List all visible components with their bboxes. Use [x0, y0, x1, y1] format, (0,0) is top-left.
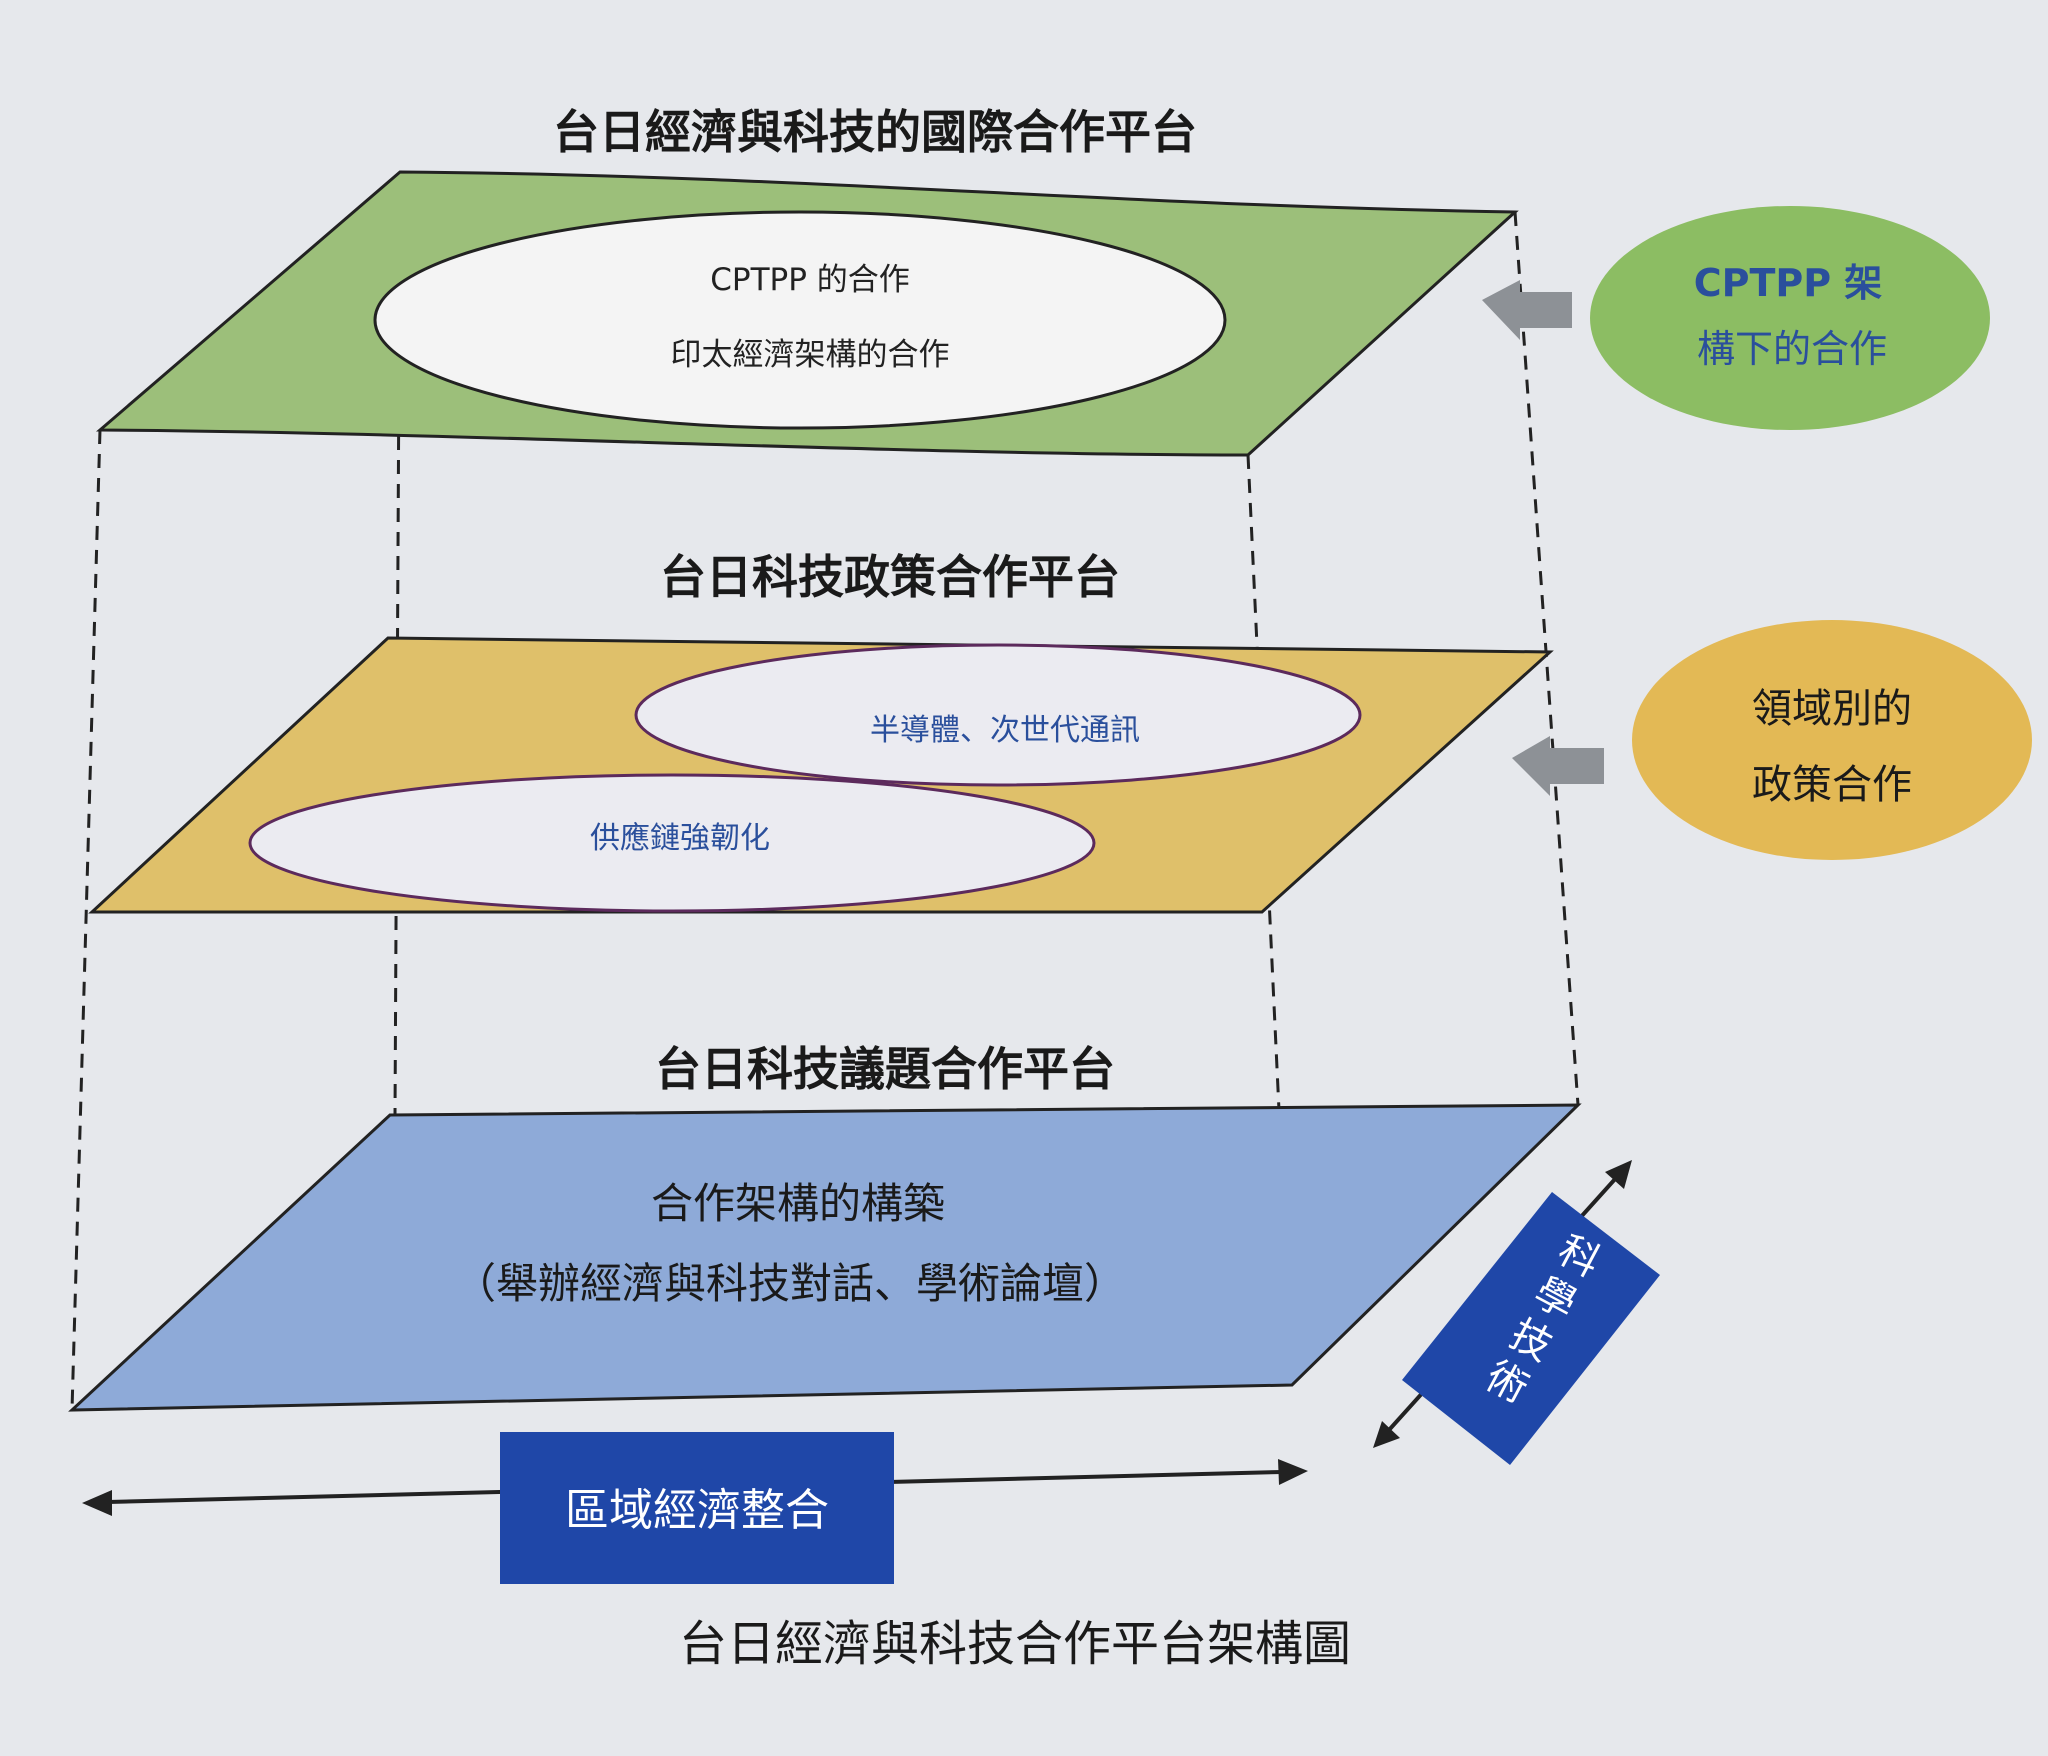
- cptpp-bubble: CPTPP 架 構下的合作: [1590, 206, 1990, 430]
- cptpp-bubble-line2: 構下的合作: [1697, 327, 1887, 371]
- issue-platform-line1: 合作架構的構築: [651, 1179, 945, 1228]
- cptpp-bubble-shape: [1590, 206, 1990, 430]
- figure-caption: 台日經濟與科技合作平台架構圖: [679, 1616, 1351, 1672]
- regional-integration-axis: 區域經濟整合: [82, 1432, 1308, 1584]
- issue-platform-title: 台日科技議題合作平台: [655, 1042, 1115, 1096]
- cptpp-oval: [373, 210, 1227, 430]
- regional-integration-box: [500, 1432, 894, 1584]
- diagonal-arrowhead-bottom-icon: [1373, 1421, 1400, 1448]
- supply-chain-oval-label: 供應鏈強韌化: [590, 821, 770, 856]
- supply-chain-oval: [248, 773, 1096, 913]
- policy-platform-title: 台日科技政策合作平台: [660, 550, 1120, 604]
- policy-platform: 台日科技政策合作平台 半導體、次世代通訊 供應鏈強韌化: [88, 550, 1554, 914]
- policy-bubble: 領域別的 政策合作: [1632, 620, 2032, 860]
- side-arrows: [1482, 280, 1604, 796]
- policy-bubble-shape: [1632, 620, 2032, 860]
- cptpp-oval-line1: CPTPP 的合作: [710, 262, 910, 298]
- diagonal-arrowhead-top-icon: [1605, 1160, 1632, 1189]
- axis-arrowhead-right-icon: [1278, 1459, 1308, 1485]
- international-platform-title: 台日經濟與科技的國際合作平台: [553, 105, 1197, 159]
- issue-platform: 台日科技議題合作平台 合作架構的構築 （舉辦經濟與科技對話、學術論壇）: [68, 1042, 1582, 1412]
- cptpp-arrow-icon: [1482, 280, 1572, 340]
- guide-front-left: [70, 429, 102, 1411]
- cptpp-oval-line2: 印太經濟架構的合作: [671, 337, 950, 373]
- blue-plane: [68, 1103, 1582, 1412]
- cptpp-bubble-line1: CPTPP 架: [1694, 261, 1883, 305]
- guide-back-right: [1513, 211, 1580, 1106]
- science-technology-axis: 科 學 技 術: [1373, 1160, 1660, 1465]
- axis-arrowhead-left-icon: [82, 1490, 112, 1516]
- science-technology-box: [1402, 1192, 1660, 1465]
- policy-bubble-line1: 領域別的: [1752, 686, 1912, 732]
- semiconductor-oval: [634, 643, 1362, 787]
- semiconductor-oval-label: 半導體、次世代通訊: [870, 713, 1140, 748]
- international-platform: 台日經濟與科技的國際合作平台 CPTPP 的合作 印太經濟架構的合作: [95, 105, 1519, 457]
- regional-integration-label: 區域經濟整合: [565, 1485, 829, 1536]
- policy-bubble-line2: 政策合作: [1752, 762, 1912, 808]
- policy-arrow-icon: [1512, 736, 1604, 796]
- issue-platform-line2: （舉辦經濟與科技對話、學術論壇）: [454, 1259, 1126, 1308]
